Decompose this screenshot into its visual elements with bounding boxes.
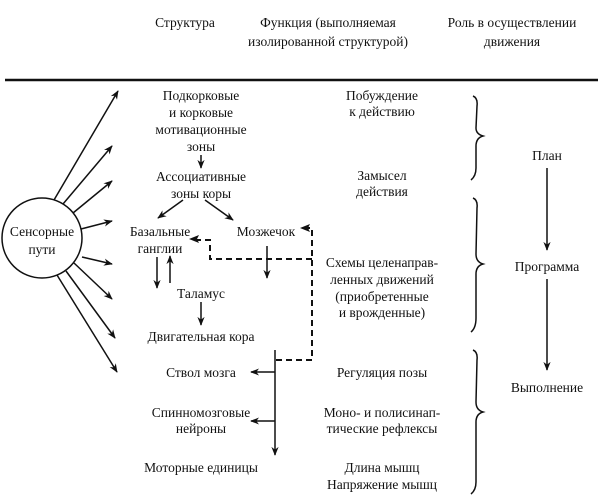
motivation-zones-line3: мотивационные <box>155 122 246 137</box>
brace-program <box>470 197 486 333</box>
function-schemes-line1: Схемы целенаправ- <box>326 255 439 270</box>
sensory-label-line1: Сенсорные <box>10 224 74 239</box>
function-reflexes-line1: Моно- и полисинап- <box>324 405 441 420</box>
brainstem-label: Ствол мозга <box>166 365 236 380</box>
sensory-arrows <box>53 90 119 373</box>
function-idea-line2: действия <box>356 184 408 199</box>
cerebellum-label: Мозжечок <box>237 224 296 239</box>
role-program: Программа <box>515 259 580 274</box>
role-plan: План <box>532 148 562 163</box>
sensory-arrow-4 <box>80 219 113 230</box>
sensory-arrow-6 <box>73 262 113 300</box>
header-function-line2: изолированной структурой) <box>248 34 408 49</box>
thalamus-label: Таламус <box>177 286 225 301</box>
function-posture: Регуляция позы <box>337 365 427 380</box>
motivation-zones-line2: и корковые <box>169 105 233 120</box>
sensory-arrow-1 <box>53 90 119 201</box>
function-reflexes-line2: тические рефлексы <box>327 421 438 436</box>
dashed-arrowhead-basal <box>189 235 199 243</box>
sensory-arrow-8 <box>56 274 118 373</box>
basal-ganglia-line1: Базальные <box>130 224 190 239</box>
motivation-zones-line4: зоны <box>187 139 215 154</box>
association-zones-line2: зоны коры <box>171 186 231 201</box>
header-function-line1: Функция (выполняемая <box>260 15 396 30</box>
function-schemes-line2: ленных движений <box>330 272 434 287</box>
function-schemes-line3: (приобретенные <box>335 289 428 304</box>
header-role-line2: движения <box>484 34 540 49</box>
dashed-arrowhead-cerebellum <box>300 224 310 232</box>
function-idea-line1: Замысел <box>357 168 407 183</box>
sensory-label-line2: пути <box>28 242 55 257</box>
function-muscle-line1: Длина мышц <box>345 460 420 475</box>
header-role-line1: Роль в осуществлении <box>448 15 577 30</box>
motor-units-label: Моторные единицы <box>144 460 258 475</box>
spinal-neurons-line2: нейроны <box>176 421 226 436</box>
arrow-association-to-cerebellum <box>204 199 234 221</box>
function-schemes-line4: и врожденные) <box>339 305 425 320</box>
motor-cortex-label: Двигательная кора <box>148 329 255 344</box>
function-muscle-line2: Напряжение мышц <box>327 477 437 492</box>
function-urge-line2: к действию <box>349 104 415 119</box>
arrow-association-to-basal <box>157 199 184 219</box>
basal-ganglia-line2: ганглии <box>138 241 183 256</box>
role-execution: Выполнение <box>511 380 583 395</box>
brace-execution <box>470 349 486 495</box>
sensory-arrow-7 <box>65 270 116 339</box>
sensory-arrow-5 <box>81 256 113 266</box>
dashed-feedback-to-cerebellum <box>276 227 313 361</box>
dashed-cerebellum-to-basal <box>197 239 312 260</box>
header-structure: Структура <box>155 15 215 30</box>
sensory-arrow-2 <box>62 145 113 205</box>
association-zones-line1: Ассоциативные <box>156 169 246 184</box>
sensory-arrow-3 <box>72 180 113 214</box>
motivation-zones-line1: Подкорковые <box>163 88 239 103</box>
spinal-neurons-line1: Спинномозговые <box>152 405 250 420</box>
sensory-pathways-circle <box>1 197 83 279</box>
function-urge-line1: Побуждение <box>346 88 418 103</box>
brace-plan <box>470 95 486 181</box>
